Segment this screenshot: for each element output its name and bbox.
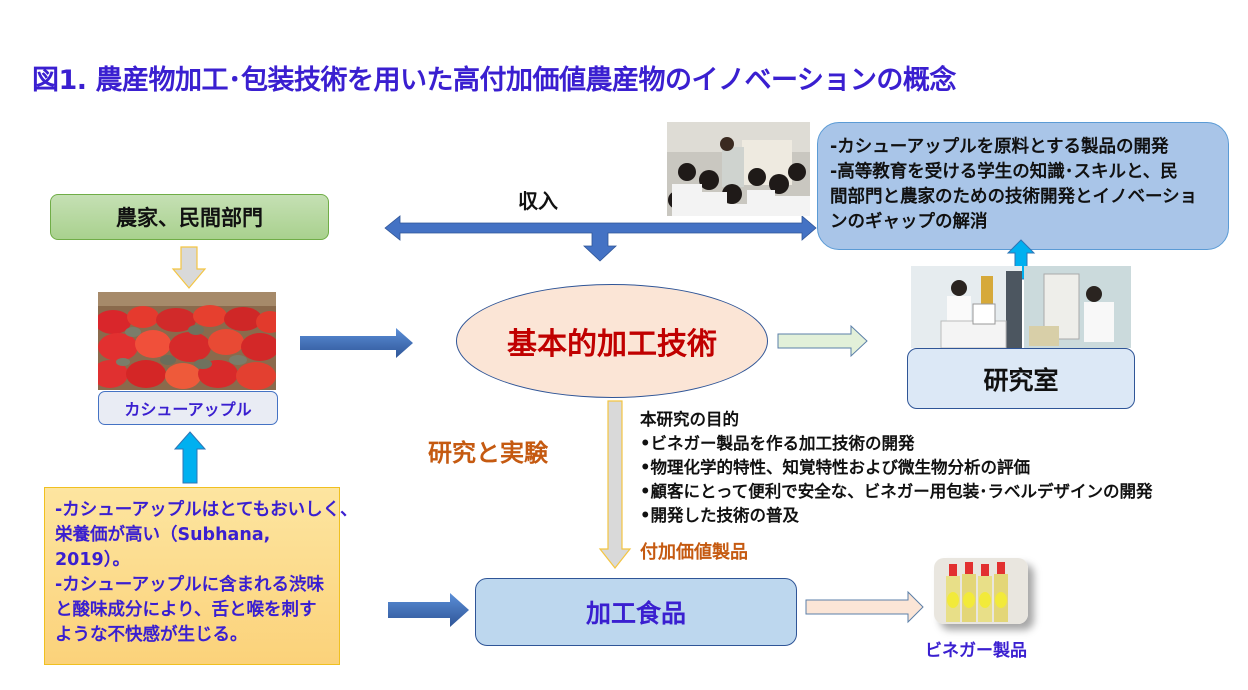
objective-item: •ビネガー製品を作る加工技術の開発: [640, 434, 915, 453]
objective-item: •物理化学的特性、知覚特性および微生物分析の評価: [640, 458, 1031, 477]
development-goals-box: -カシューアップルを原料とする製品の開発 -高等教育を受ける学生の知識･スキルと…: [817, 122, 1229, 250]
income-label: 収入: [518, 189, 558, 213]
lab-researcher-photo: [911, 266, 1022, 348]
goal-line: ンのギャップの解消: [830, 212, 988, 232]
down-arrow-icon: [171, 246, 207, 289]
figure-title: 図1. 農産物加工･包装技術を用いた高付加価値農産物のイノベーションの概念: [32, 65, 956, 96]
laboratory-box: 研究室: [907, 348, 1135, 409]
cashew-apple-label: カシューアップル: [98, 391, 278, 425]
right-arrow-icon: [300, 328, 413, 358]
income-double-arrow-icon: [384, 215, 817, 262]
research-experiment-label: 研究と実験: [428, 439, 548, 467]
students-in-lab-photo: [667, 122, 810, 216]
right-arrow-icon: [805, 590, 924, 624]
vinegar-product-label: ビネガー製品: [925, 641, 1027, 661]
info-line: 2019）。: [55, 550, 130, 570]
objectives-heading: 本研究の目的: [640, 410, 739, 429]
info-line: -カシューアップルに含まれる渋味: [55, 575, 325, 595]
core-processing-technology-ellipse: 基本的加工技術: [456, 284, 768, 398]
right-arrow-icon: [388, 593, 469, 627]
vinegar-bottles-photo: [934, 558, 1028, 624]
info-line: -カシューアップルはとてもおいしく、: [55, 500, 358, 520]
research-objectives: 本研究の目的 •ビネガー製品を作る加工技術の開発 •物理化学的特性、知覚特性およ…: [640, 408, 1152, 528]
goal-line: -高等教育を受ける学生の知識･スキルと、民: [830, 162, 1178, 182]
info-line: と酸味成分により、舌と喉を刺す: [55, 600, 317, 620]
goal-line: -カシューアップルを原料とする製品の開発: [830, 137, 1169, 157]
info-line: ような不快感が生じる。: [55, 625, 248, 645]
goal-line: 間部門と農家のための技術開発とイノベーショ: [830, 187, 1198, 207]
objective-item: •開発した技術の普及: [640, 506, 800, 525]
info-line: 栄養価が高い（Subhana,: [55, 525, 271, 545]
processed-food-box: 加工食品: [475, 578, 797, 646]
objective-item: •顧客にとって便利で安全な、ビネガー用包装･ラベルデザインの開発: [640, 482, 1153, 501]
cashew-info-box: -カシューアップルはとてもおいしく、 栄養価が高い（Subhana, 2019）…: [44, 487, 358, 665]
cashew-apples-photo: [98, 292, 276, 390]
value-added-product-label: 付加価値製品: [640, 542, 748, 563]
up-arrow-icon: [173, 431, 207, 484]
lab-equipment-photo: [1024, 266, 1131, 348]
right-arrow-icon: [777, 324, 868, 358]
down-arrow-icon: [598, 400, 632, 569]
cashew-fruit-cluster: [98, 305, 276, 390]
farmers-private-sector-box: 農家、民間部門: [50, 194, 329, 240]
